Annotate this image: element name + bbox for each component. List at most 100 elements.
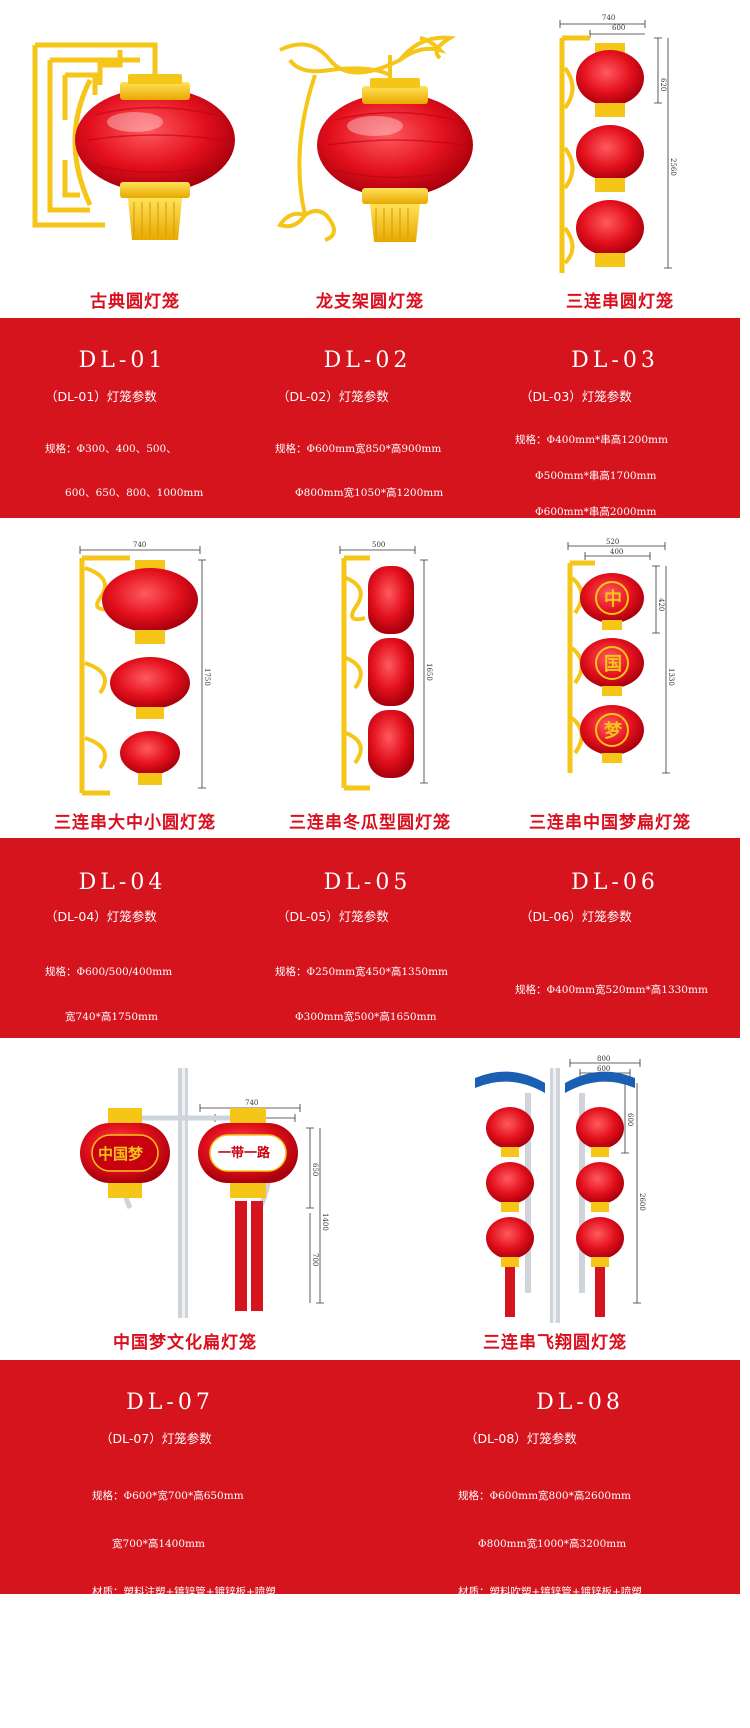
caption-dl07: 中国梦文化扁灯笼 — [113, 1333, 257, 1353]
product-title: （DL-03）灯笼参数 — [520, 389, 632, 404]
spec-dl07: DL-07 （DL-07）灯笼参数 规格：Φ600*宽700*高650mm 宽7… — [0, 1360, 370, 1694]
dl08-dim-3: 2600 — [638, 1193, 646, 1211]
dl05-dim-1: 1650 — [425, 663, 433, 681]
product-code: DL-01 — [78, 348, 167, 373]
spec-line: 宽700*高1400mm — [92, 1538, 205, 1550]
spec-line: 功率：LED/40-60W — [275, 617, 375, 629]
spec-list: 规格：Φ600mm宽800*高2600mm Φ800mm宽1000*高3200m… — [458, 1456, 642, 1728]
dl06-dim-2: 420 — [657, 598, 665, 611]
spec-line: 规格：Φ250mm宽450*高1350mm — [275, 966, 448, 978]
spec-line: 规格：Φ600/500/400mm — [45, 966, 173, 978]
product-title: （DL-04）灯笼参数 — [45, 909, 157, 924]
caption-dl01: 古典圆灯笼 — [90, 292, 180, 312]
caption-dl05: 三连串冬瓜型圆灯笼 — [289, 813, 451, 833]
spec-line: 材质：塑料吹塑+镀锌管+镀锌板+喷塑 — [275, 530, 459, 542]
spec-dl05: DL-05 （DL-05）灯笼参数 规格：Φ250mm宽450*高1350mm … — [245, 838, 490, 1158]
row2-images: 740 1750 500 1650 520 400 420 1330 — [0, 518, 750, 838]
product-title: （DL-06）灯笼参数 — [520, 909, 632, 924]
caption-dl04: 三连串大中小圆灯笼 — [54, 813, 216, 833]
spec-line: 材质：塑料注塑+镀锌管+镀锌板+喷塑 — [92, 1586, 276, 1598]
spec-line: 颜色：红色灯笼+黄色/白色钢架 — [458, 1634, 607, 1646]
spec-dl06: DL-06 （DL-06）灯笼参数 规格：Φ400mm宽520mm*高1330m… — [490, 838, 740, 1194]
dl06-dim-0: 520 — [606, 538, 619, 546]
spec-band-3: DL-07 （DL-07）灯笼参数 规格：Φ600*宽700*高650mm 宽7… — [0, 1360, 740, 1694]
dl07-sign-left: 中国梦 — [98, 1145, 144, 1163]
dl07-sign-right: 一带一路 — [218, 1145, 271, 1161]
spec-line: 功率：LED/40-60W — [458, 1682, 558, 1694]
dl03-dim-2: 620 — [659, 78, 667, 91]
dl03-dim-1: 600 — [612, 24, 625, 32]
spec-line: 宽740*高1750mm — [45, 1011, 158, 1023]
dl07-dim-2: 650 — [311, 1163, 319, 1176]
spec-line: Φ800mm宽1000*高3200mm — [458, 1538, 627, 1550]
spec-line: 颜色：红色灯笼+黄色/白色钢架 — [45, 1101, 194, 1113]
dl06-dim-3: 1330 — [667, 668, 675, 686]
row1-images: 740 600 620 2560 古典圆灯笼 龙支架圆灯笼 三连串圆灯笼 — [0, 0, 750, 318]
dl01-lantern-image — [32, 42, 235, 240]
dl07-dim-0: 740 — [245, 1099, 258, 1107]
caption-dl02: 龙支架圆灯笼 — [316, 292, 424, 312]
dl07-dim-3: 1400 — [321, 1213, 329, 1231]
product-title: （DL-01）灯笼参数 — [45, 389, 157, 404]
product-code: DL-05 — [323, 870, 412, 895]
spec-dl02: DL-02 （DL-02）灯笼参数 规格：Φ600mm宽850*高900mm Φ… — [245, 318, 490, 629]
dl06-lantern-image: 520 400 420 1330 中 国 梦 — [567, 538, 675, 774]
dl06-char-1: 国 — [604, 654, 622, 675]
caption-dl03: 三连串圆灯笼 — [566, 292, 674, 312]
dl06-char-2: 梦 — [604, 720, 623, 742]
dl08-dim-0: 800 — [597, 1055, 610, 1063]
spec-line: 材质：塑料吹塑+镀锌管+喷塑 — [45, 530, 189, 542]
spec-line: 材质：塑料吹塑+镀锌管+镀锌板+喷塑 — [45, 1056, 229, 1068]
product-code: DL-08 — [536, 1390, 624, 1415]
dl07-dim-4: 700 — [311, 1253, 319, 1266]
spec-dl01: DL-01 （DL-01）灯笼参数 规格：Φ300、400、500、 600、6… — [0, 318, 245, 629]
dl08-lantern-image: 800 600 600 2600 — [475, 1055, 646, 1323]
dl03-lantern-image: 740 600 620 2560 — [559, 14, 677, 273]
dl03-dim-0: 740 — [602, 14, 615, 22]
product-code: DL-02 — [323, 348, 412, 373]
spec-line: 规格：Φ400mm宽520mm*高1330mm — [515, 984, 708, 996]
dl02-lantern-image — [276, 35, 473, 242]
dl05-lantern-image: 500 1650 — [339, 541, 433, 791]
spec-list: 规格：Φ600*宽700*高650mm 宽700*高1400mm 材质：塑料注塑… — [92, 1456, 276, 1728]
spec-list: 规格：Φ250mm宽450*高1350mm Φ300mm宽500*高1650mm… — [275, 935, 459, 1190]
spec-line: 规格：Φ300、400、500、 — [45, 443, 177, 455]
spec-line: 颜色：红色灯笼+黄色/白色钢架 — [92, 1634, 241, 1646]
spec-line: 材质：塑料吹塑+镀锌管+镀锌板+喷塑 — [275, 1056, 459, 1068]
dl06-dim-1: 400 — [610, 548, 623, 556]
dl04-dim-1: 1750 — [203, 668, 211, 686]
product-title: （DL-05）灯笼参数 — [277, 909, 389, 924]
dl04-lantern-image: 740 1750 — [79, 541, 211, 796]
spec-line: Φ600mm*串高2000mm — [515, 506, 657, 518]
caption-dl08: 三连串飞翔圆灯笼 — [483, 1333, 627, 1353]
dl05-dim-0: 500 — [372, 541, 385, 549]
dl08-dim-2: 600 — [626, 1113, 634, 1126]
dl08-dim-1: 600 — [597, 1065, 610, 1073]
spec-line: 材质：塑料吹塑+镀锌管+镀锌板+喷塑 — [458, 1586, 642, 1598]
caption-dl06: 三连串中国梦扁灯笼 — [529, 813, 691, 833]
spec-line: 规格：Φ600mm宽850*高900mm — [275, 443, 442, 455]
spec-line: Φ300mm宽500*高1650mm — [275, 1011, 437, 1023]
row3-images: 740 600 650 1400 700 中国梦 一带一路 800 600 60… — [0, 1038, 750, 1360]
spec-line: 规格：Φ600mm宽800*高2600mm — [458, 1490, 631, 1502]
spec-dl03: DL-03 （DL-03）灯笼参数 规格：Φ400mm*串高1200mm Φ50… — [490, 318, 740, 662]
product-code: DL-06 — [571, 870, 659, 895]
spec-band-2: DL-04 （DL-04）灯笼参数 规格：Φ600/500/400mm 宽740… — [0, 838, 740, 1194]
dl07-lantern-image: 740 600 650 1400 700 中国梦 一带一路 — [80, 1068, 329, 1318]
spec-line: 规格：Φ600*宽700*高650mm — [92, 1490, 244, 1502]
spec-dl08: DL-08 （DL-08）灯笼参数 规格：Φ600mm宽800*高2600mm … — [370, 1360, 740, 1694]
spec-line: 功率：LED/40-60W — [275, 1146, 375, 1158]
spec-line: 功率：LED/26-45W — [92, 1682, 192, 1694]
spec-line: 规格：Φ400mm*串高1200mm — [515, 434, 668, 446]
spec-line: 600、650、800、1000mm — [45, 486, 204, 499]
product-code: DL-03 — [571, 348, 659, 373]
product-title: （DL-02）灯笼参数 — [277, 389, 389, 404]
spec-line: 颜色：红色灯笼+黄色/白色钢架 — [275, 1101, 424, 1113]
product-code: DL-04 — [78, 870, 167, 895]
spec-line: Φ500mm*串高1700mm — [515, 470, 657, 482]
spec-line: Φ800mm*串高2700mm — [515, 542, 657, 554]
spec-line: Φ800mm宽1050*高1200mm — [275, 486, 444, 499]
product-title: （DL-07）灯笼参数 — [100, 1431, 212, 1446]
dl06-char-0: 中 — [604, 588, 622, 610]
spec-line: 材质：塑料注塑+镀锌管+镀锌板+喷塑 — [515, 1050, 699, 1062]
